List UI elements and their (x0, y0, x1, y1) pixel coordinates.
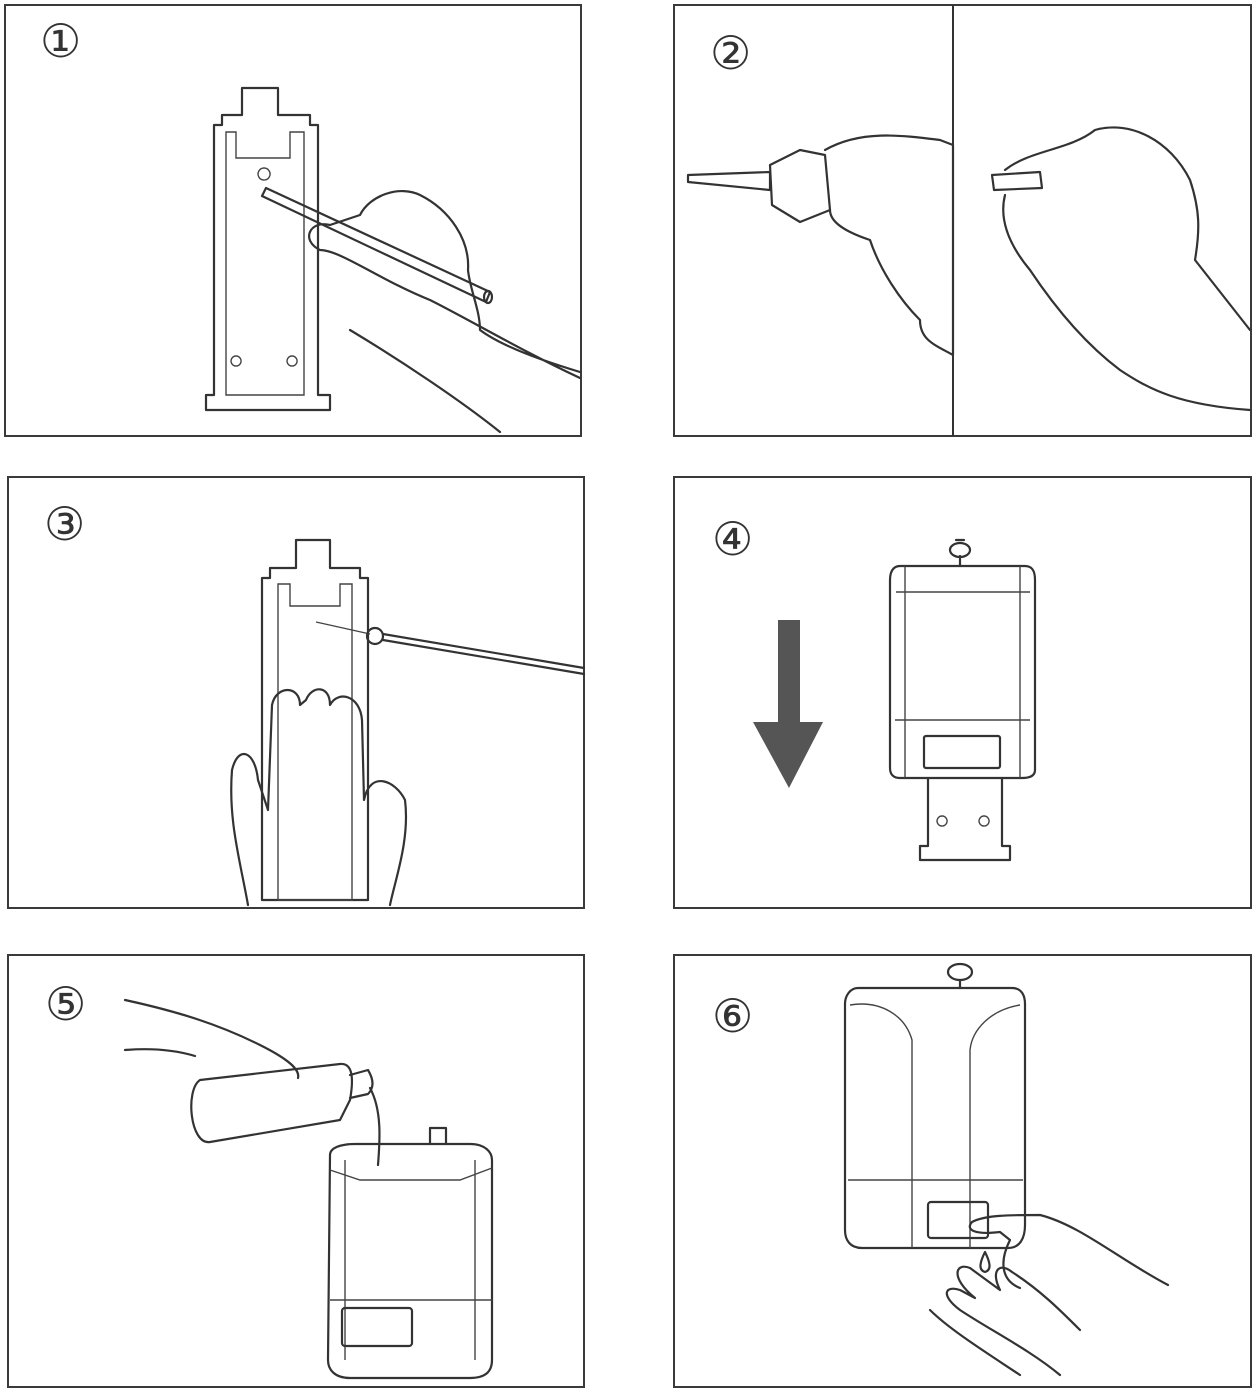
step-number-4: ④ (712, 512, 754, 566)
hand-pressing-button (968, 1213, 1170, 1290)
hand-illustration (308, 190, 582, 434)
wall-plug-hand-illustration (990, 126, 1252, 412)
step-number-3: ③ (44, 497, 86, 551)
mounting-bracket-illustration (204, 86, 332, 412)
mounted-dispenser-illustration (843, 962, 1027, 1250)
catching-hand (928, 1265, 1082, 1377)
step-5-panel (7, 954, 585, 1388)
step-number-5: ⑤ (45, 977, 87, 1031)
pencil-illustration (260, 186, 494, 305)
step-1-panel (4, 4, 582, 437)
bracket-screw-illustration (260, 538, 586, 902)
step-6-panel (673, 954, 1252, 1388)
open-dispenser-illustration (326, 1126, 494, 1380)
step-number-1: ① (40, 14, 82, 68)
step-2-panel (673, 4, 1252, 437)
drill-illustration (686, 134, 955, 357)
step-4-panel (673, 476, 1252, 909)
pouring-bottle-hand-illustration (123, 998, 381, 1167)
step-number-2: ② (710, 26, 752, 80)
step-number-6: ⑥ (712, 989, 754, 1043)
down-arrow (753, 620, 823, 788)
soap-dispenser-illustration (888, 538, 1037, 862)
hand-holding-bracket (230, 688, 408, 907)
